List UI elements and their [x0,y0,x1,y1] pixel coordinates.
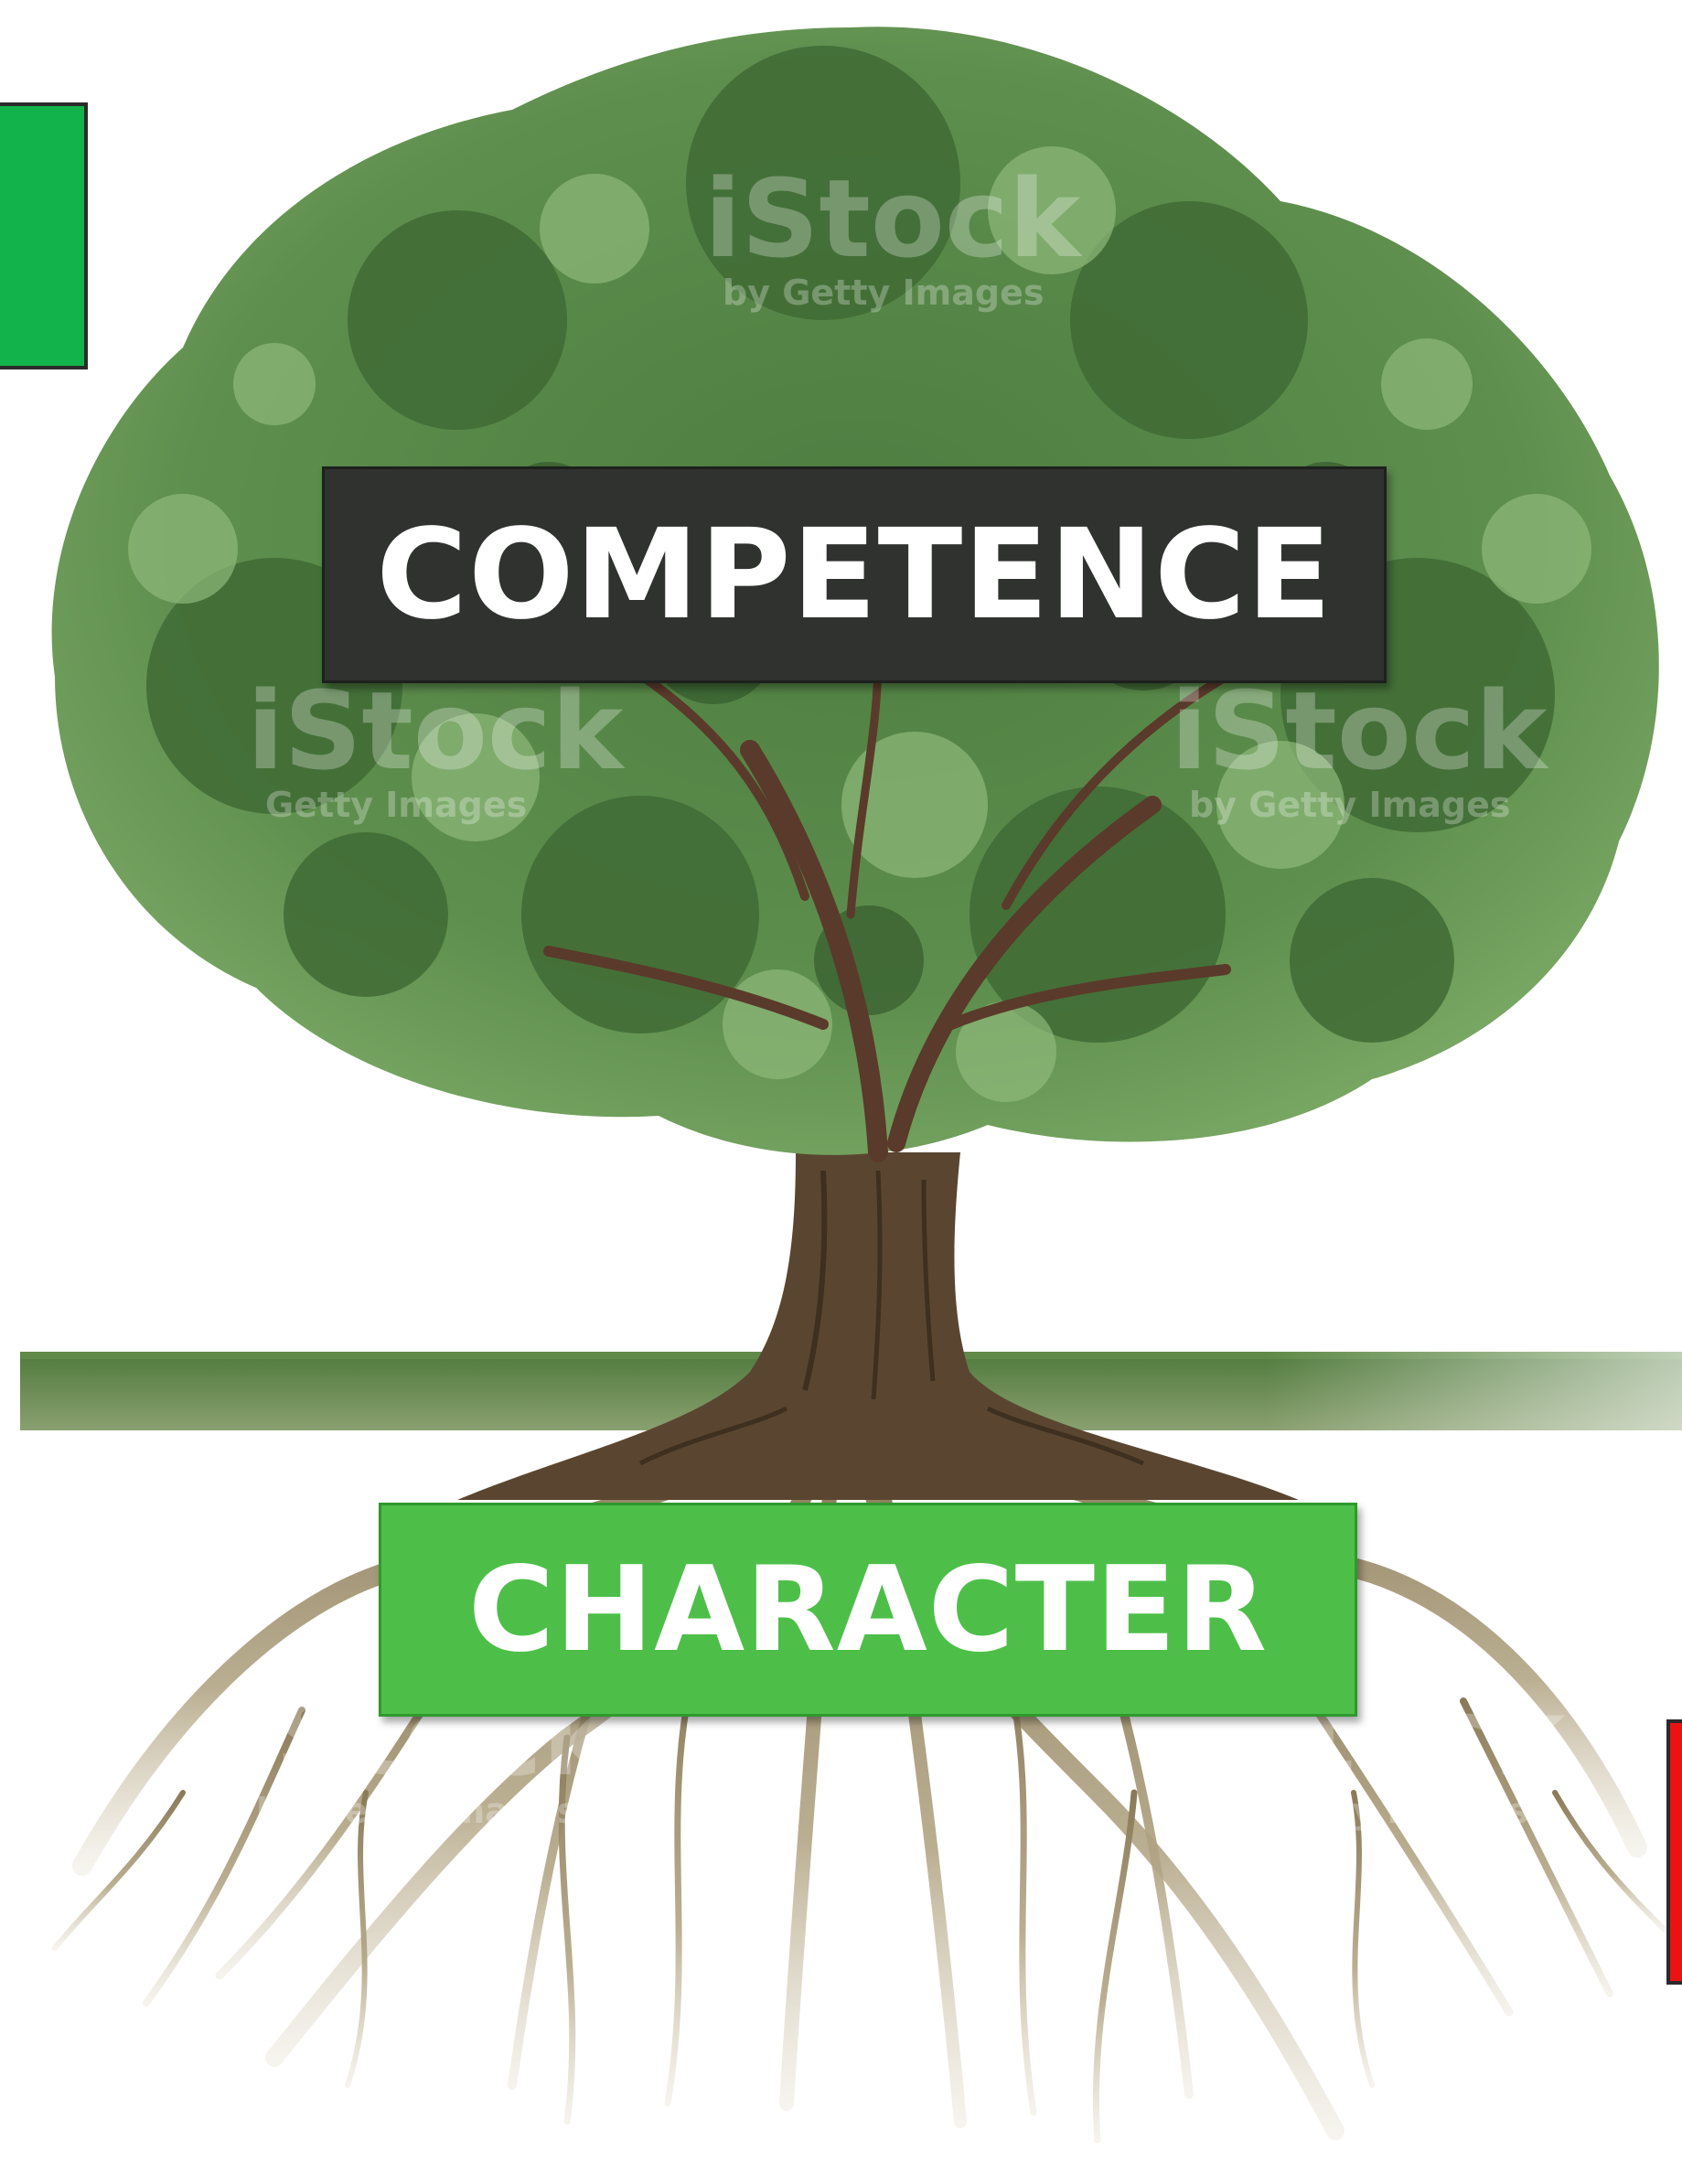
green-side-tab [0,102,88,369]
character-label-text: CHARACTER [468,1541,1268,1678]
trunk [457,1152,1299,1500]
watermark-brand: iStock [247,668,624,794]
watermark-credit: by Getty Images [1207,1791,1529,1831]
watermark: iStock by Getty Images [1171,677,1547,825]
watermark-credit: by Getty Images [256,1791,578,1831]
watermark-brand: iStock [1171,668,1548,794]
watermark-brand: iStock [704,155,1081,282]
watermark-credit: Getty Images [265,785,528,825]
character-label: CHARACTER [379,1503,1357,1717]
watermark: iStock Getty Images [247,677,623,825]
watermark: iStock by Getty Images [704,165,1080,313]
watermark-credit: by Getty Images [1189,785,1511,825]
red-side-tab [1666,1719,1682,1985]
competence-label-text: COMPETENCE [376,502,1333,648]
competence-label: COMPETENCE [322,466,1387,683]
watermark-credit: by Getty Images [723,273,1045,313]
